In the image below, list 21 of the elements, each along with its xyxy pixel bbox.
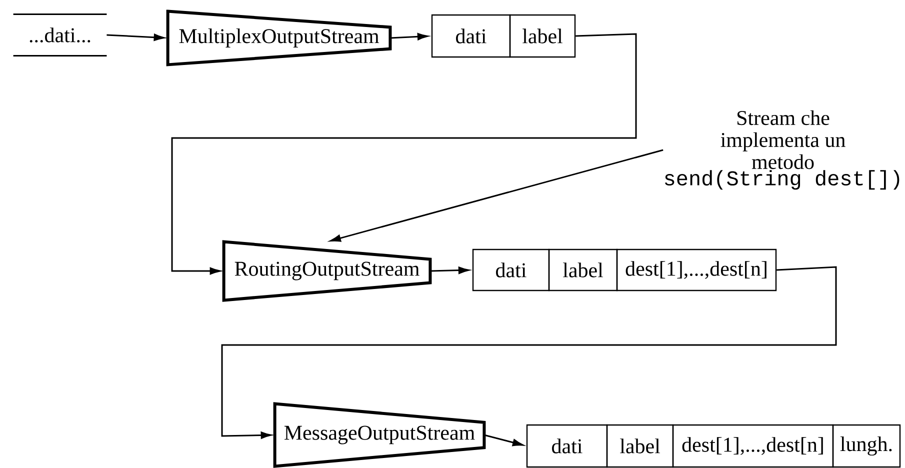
arrow [390,33,428,40]
stream-trapezoid: MultiplexOutputStream [166,10,392,66]
packet-field: dest[1],...,dest[n] [672,424,834,468]
packet-field: dest[1],...,dest[n] [616,248,777,292]
packet-field: dati [472,248,550,292]
packet-field: dati [526,424,608,468]
note-text: Stream che implementa un metodo send(String dest[]) [665,110,900,190]
packet-field: label [606,424,674,468]
data-store: ...dati... [13,14,107,56]
arrow [430,266,470,274]
packet-field: dati [431,14,511,58]
packet-field: label [548,248,618,292]
arrow [171,33,637,275]
arrow [484,434,524,446]
arrow [106,34,165,41]
arrow [221,266,837,439]
stream-trapezoid: MessageOutputStream [273,402,486,468]
stream-trapezoid: RoutingOutputStream [222,240,432,302]
packet-field: lungh. [832,424,901,468]
leader-line [330,149,664,242]
packet-field: label [509,14,576,58]
